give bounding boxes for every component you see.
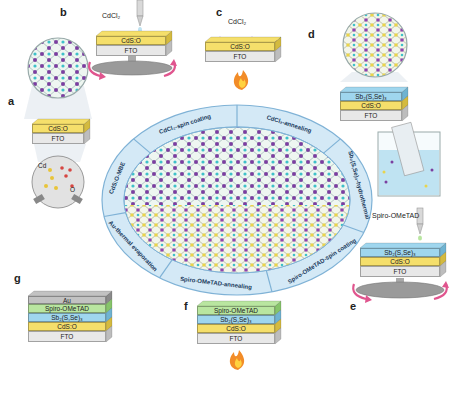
layer-label: CdS:O bbox=[361, 102, 381, 109]
panel-letter: f bbox=[184, 300, 188, 312]
panel-letter: b bbox=[60, 6, 67, 18]
layer-box: CdS:O bbox=[96, 36, 166, 45]
layer-label: FTO bbox=[234, 53, 247, 60]
layer-label: CdS:O bbox=[226, 325, 246, 332]
layer-label: CdS:O bbox=[390, 258, 410, 265]
layer-box: CdS:O bbox=[32, 124, 84, 133]
layer-box: FTO bbox=[32, 133, 84, 144]
layer-label: Sb₂(S,Se)₃ bbox=[384, 249, 416, 256]
layer-box: FTO bbox=[96, 45, 166, 56]
panel-letter: c bbox=[216, 6, 222, 18]
chemical-label: CdCl₂ bbox=[228, 18, 246, 25]
layer-label: Sb₂(S,Se)₃ bbox=[355, 93, 387, 100]
chemical-label: O bbox=[70, 186, 75, 193]
layer-label: Au bbox=[63, 297, 71, 304]
layer-face bbox=[275, 328, 281, 344]
layer-label: Spiro-OMeTAD bbox=[45, 305, 89, 312]
layer-label: Sb₂(S,Se)₃ bbox=[220, 316, 252, 323]
layer-label: Spiro-OMeTAD bbox=[214, 307, 258, 314]
layer-box: Sb₂(S,Se)₃ bbox=[28, 313, 106, 322]
layer-face bbox=[84, 128, 90, 144]
layer-face bbox=[275, 46, 281, 62]
layer-box: Sb₂(S,Se)₃ bbox=[197, 315, 275, 324]
layer-face bbox=[440, 261, 446, 277]
layer-box: FTO bbox=[340, 110, 402, 121]
layer-box: CdS:O bbox=[360, 257, 440, 266]
layer-label: CdS:O bbox=[48, 125, 68, 132]
layer-label: FTO bbox=[230, 335, 243, 342]
layer-face bbox=[106, 326, 112, 342]
layer-label: Sb₂(S,Se)₃ bbox=[51, 314, 83, 321]
layer-label: FTO bbox=[394, 268, 407, 275]
layer-label: FTO bbox=[52, 135, 65, 142]
layer-box: Sb₂(S,Se)₃ bbox=[340, 92, 402, 101]
chemical-label: Cd bbox=[38, 162, 46, 169]
layer-face bbox=[402, 105, 408, 121]
layer-box: FTO bbox=[28, 331, 106, 342]
layer-box: CdS:O bbox=[340, 101, 402, 110]
layer-label: CdS:O bbox=[121, 37, 141, 44]
chemical-label: CdCl₂ bbox=[102, 12, 120, 19]
layer-box: CdS:O bbox=[205, 42, 275, 51]
layer-face bbox=[166, 40, 172, 56]
panel-letter: a bbox=[8, 95, 14, 107]
panel-letter: d bbox=[308, 28, 315, 40]
layer-box: FTO bbox=[360, 266, 440, 277]
chemical-label: Spiro-OMeTAD bbox=[372, 212, 419, 219]
layer-box: FTO bbox=[197, 333, 275, 344]
layer-box: CdS:O bbox=[197, 324, 275, 333]
layer-label: CdS:O bbox=[57, 323, 77, 330]
panel-letter: e bbox=[350, 300, 356, 312]
panel-letter: g bbox=[14, 272, 21, 284]
layer-box: Spiro-OMeTAD bbox=[197, 306, 275, 315]
layer-label: FTO bbox=[365, 112, 378, 119]
layer-box: Sb₂(S,Se)₃ bbox=[360, 248, 440, 257]
layer-label: CdS:O bbox=[230, 43, 250, 50]
layer-box: FTO bbox=[205, 51, 275, 62]
layer-box: Au bbox=[28, 296, 106, 304]
layer-label: FTO bbox=[61, 333, 74, 340]
layer-label: FTO bbox=[125, 47, 138, 54]
layer-box: Spiro-OMeTAD bbox=[28, 304, 106, 313]
layer-box: CdS:O bbox=[28, 322, 106, 331]
